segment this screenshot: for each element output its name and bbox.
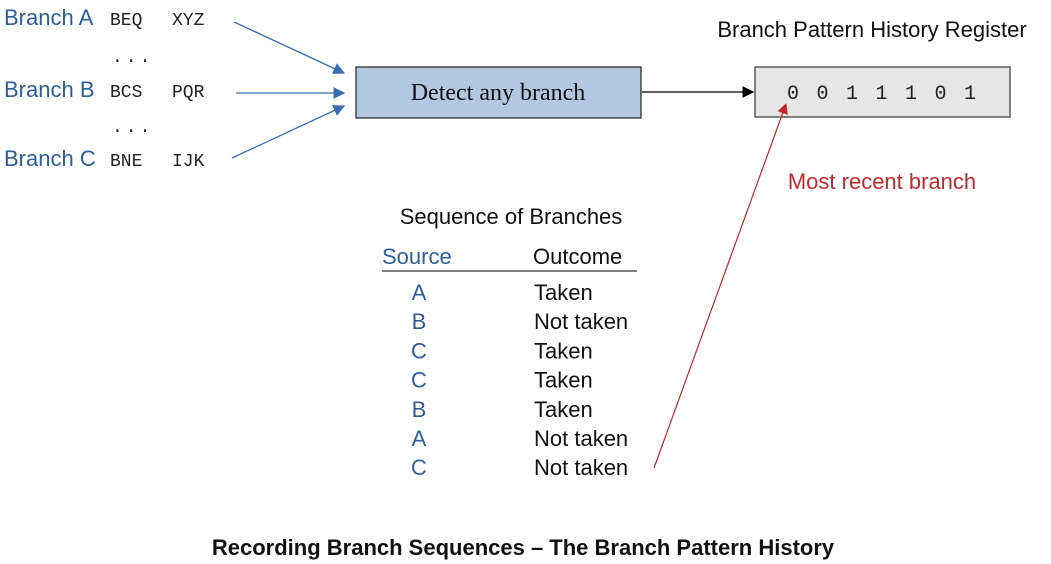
arrow-branch-c	[231, 105, 346, 159]
branch-b-target: PQR	[172, 83, 205, 103]
column-header-source: Source	[382, 244, 452, 269]
branch-b-instr: BCS	[110, 83, 142, 103]
branch-a-instr: BEQ	[110, 11, 142, 31]
row-source: C	[411, 455, 427, 480]
branch-a-label: Branch A	[4, 5, 94, 30]
row-outcome: Taken	[534, 368, 593, 393]
row-source: B	[412, 309, 427, 334]
row-outcome: Taken	[534, 397, 593, 422]
sequence-title: Sequence of Branches	[400, 204, 623, 229]
row-outcome: Taken	[534, 280, 593, 305]
row-source: C	[411, 368, 427, 393]
ellipsis-bottom: ...	[112, 118, 153, 138]
detect-branch-box	[355, 66, 642, 119]
register-bit: 1	[875, 83, 887, 106]
register-title: Branch Pattern History Register	[717, 17, 1026, 42]
ellipsis-top: ...	[112, 48, 153, 68]
branch-a-target: XYZ	[172, 11, 205, 31]
row-outcome: Not taken	[534, 426, 628, 451]
most-recent-label: Most recent branch	[788, 169, 976, 194]
row-outcome: Not taken	[534, 309, 628, 334]
register-bit: 0	[787, 83, 799, 106]
register-bit: 1	[964, 83, 976, 106]
register-bit: 0	[816, 83, 828, 106]
branch-c-instr: BNE	[110, 152, 142, 172]
branch-c-label: Branch C	[4, 146, 96, 171]
row-source: A	[412, 426, 427, 451]
most-recent-arrow	[653, 102, 788, 469]
figure-caption: Recording Branch Sequences – The Branch …	[212, 535, 835, 560]
branch-b-label: Branch B	[4, 77, 95, 102]
row-outcome: Not taken	[534, 455, 628, 480]
register-bit: 1	[905, 83, 917, 106]
row-source: C	[411, 338, 427, 363]
row-source: A	[412, 280, 427, 305]
detect-branch-label: Detect any branch	[411, 80, 586, 106]
branch-c-target: IJK	[172, 152, 205, 172]
row-outcome: Taken	[534, 338, 593, 363]
register-bit: 1	[846, 83, 858, 106]
row-source: B	[412, 397, 427, 422]
arrow-branch-a	[233, 21, 346, 74]
register-bit: 0	[934, 83, 946, 106]
history-register-box	[754, 66, 1011, 118]
column-header-outcome: Outcome	[533, 244, 622, 269]
